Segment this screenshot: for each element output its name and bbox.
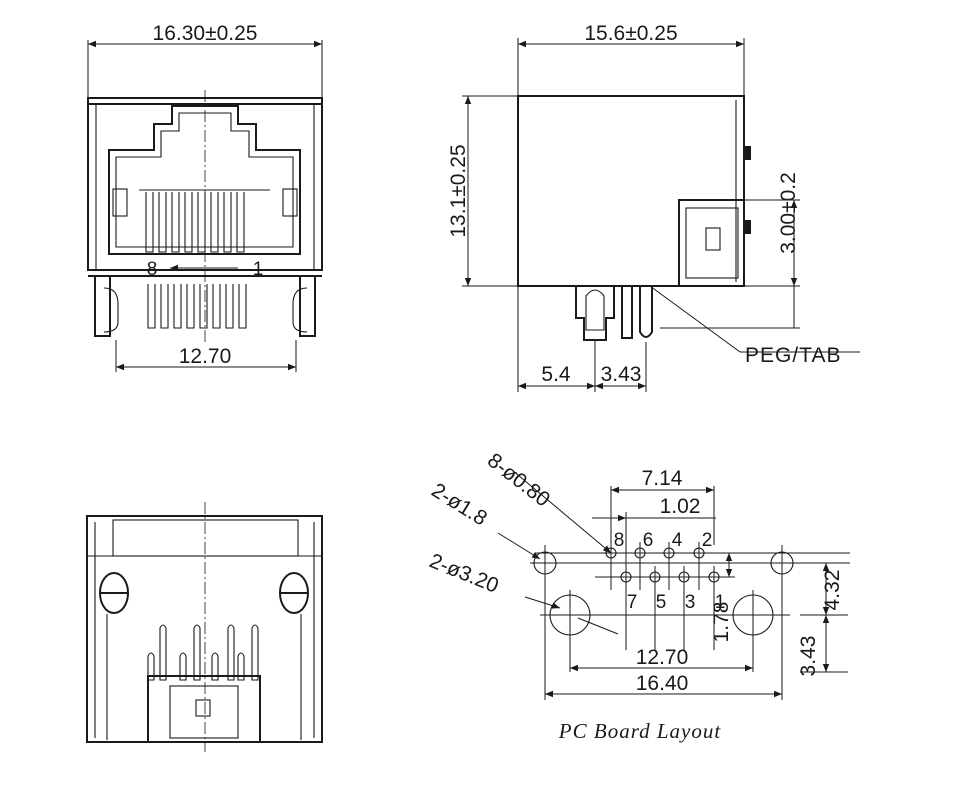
pcb-contact-hole-callout: 8-ø0.80 <box>483 449 554 512</box>
front-pin-last-label: 8 <box>147 259 158 280</box>
pcb-large-hole-callout: 2-ø3.20 <box>426 549 502 597</box>
front-contact-fingers <box>139 189 270 253</box>
side-offset-dimension-1: 5.4 <box>541 363 571 386</box>
side-depth-dimension: 15.6±0.25 <box>584 22 677 45</box>
pcb-layout-view: 7.14 1.02 8 6 4 2 7 5 3 1 <box>426 449 850 743</box>
pcb-vertical-lower-dimension: 3.43 <box>797 636 820 677</box>
front-view: 16.30±0.25 8 1 12.70 <box>87 22 323 372</box>
pcb-row-span-dimension: 7.14 <box>642 467 683 490</box>
pcb-small-hole-callout: 2-ø1.8 <box>427 479 491 531</box>
pcb-pin-2: 2 <box>702 530 713 551</box>
side-offset-dimension-2: 3.43 <box>601 363 642 386</box>
side-tab-dimension: 3.00±0.2 <box>777 172 800 254</box>
front-pitch-dimension: 12.70 <box>179 345 232 368</box>
pcb-pin-7: 7 <box>627 592 638 613</box>
pcb-layout-caption: PC Board Layout <box>558 719 722 743</box>
peg-tab-label: PEG/TAB <box>745 344 841 367</box>
side-height-dimension: 13.1±0.25 <box>447 144 470 237</box>
pcb-peg-spacing-dimension: 12.70 <box>636 646 689 669</box>
pcb-contact-holes <box>605 542 720 650</box>
pcb-pitch-dimension: 1.02 <box>660 495 701 518</box>
pcb-row-gap-dimension: 1.78 <box>710 602 733 643</box>
rear-view <box>86 502 323 752</box>
pcb-vertical-upper-dimension: 4.32 <box>821 570 844 611</box>
pcb-pin-8: 8 <box>614 530 625 551</box>
front-pin-first-label: 1 <box>253 259 264 280</box>
pcb-pin-5: 5 <box>656 592 667 613</box>
pcb-pin-3: 3 <box>685 592 696 613</box>
front-width-dimension: 16.30±0.25 <box>153 22 258 45</box>
pcb-pin-6: 6 <box>643 530 654 551</box>
pcb-pin-4: 4 <box>672 530 683 551</box>
pcb-tab-spacing-dimension: 16.40 <box>636 672 689 695</box>
side-view: 15.6±0.25 13.1±0.25 3.00±0.2 PEG/TAB <box>447 22 860 392</box>
pcb-pin-1: 1 <box>715 592 726 613</box>
